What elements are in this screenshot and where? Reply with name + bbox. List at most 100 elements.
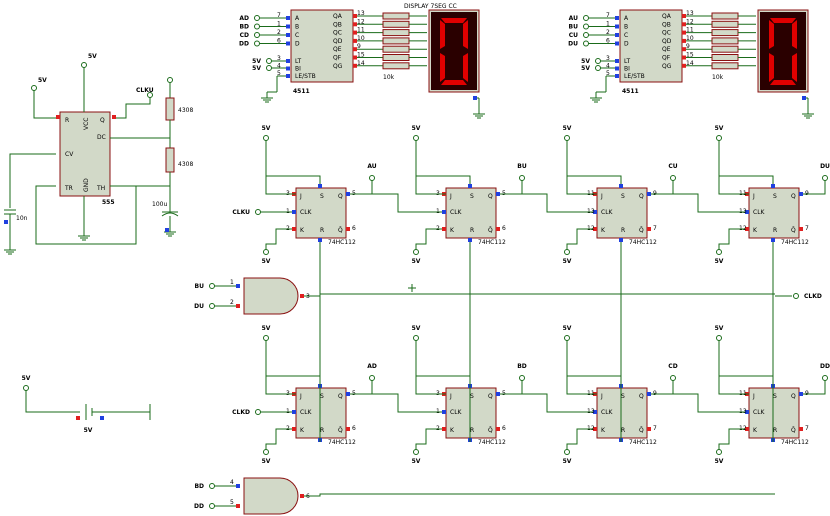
ff-pin: Q̄ xyxy=(791,227,796,234)
segment-d xyxy=(770,80,796,85)
terminal xyxy=(263,249,269,255)
ff-part-label: 74HC112 xyxy=(629,439,657,446)
decoder-pin-name: D xyxy=(624,41,629,48)
pin-blue xyxy=(615,16,619,20)
terminal xyxy=(369,375,375,381)
decoder-input-terminal xyxy=(254,32,260,38)
decoder-input-label: DD xyxy=(239,41,249,48)
timer-wire xyxy=(33,88,56,119)
ff-output-label: CD xyxy=(668,363,677,370)
pin-red xyxy=(292,427,296,431)
wire xyxy=(719,175,774,184)
ff-pin: J xyxy=(299,193,302,200)
decoder-pin-number: 2 xyxy=(277,29,281,36)
decoder-pin-name: LE/STB xyxy=(624,73,645,80)
wire xyxy=(718,228,745,252)
display-title: DISPLAY 7SEG CC xyxy=(404,3,457,10)
ff-part-label: 74HC112 xyxy=(478,439,506,446)
supply-label: 5V xyxy=(563,325,572,332)
terminal xyxy=(670,375,676,381)
timer-pin: VCC xyxy=(83,118,90,130)
ff-j-wire xyxy=(415,338,442,395)
segment-a xyxy=(770,18,796,23)
terminal xyxy=(369,175,375,181)
ff-part-label: 74HC112 xyxy=(629,239,657,246)
decoder-pin-number: 12 xyxy=(686,18,694,25)
wire xyxy=(566,428,593,452)
terminal xyxy=(81,62,87,68)
decoder-input-label: DU xyxy=(568,41,578,48)
ff-pin: K xyxy=(450,427,455,434)
pin-blue xyxy=(619,184,623,188)
ff-pin: S xyxy=(773,193,777,200)
pin-red xyxy=(682,22,686,27)
ff-pin: J xyxy=(449,393,452,400)
pin-blue xyxy=(442,410,446,414)
ff-output-label: DU xyxy=(820,163,830,170)
decoder-input-label: CU xyxy=(569,32,578,39)
ff-pin-number: 7 xyxy=(805,425,809,432)
chain-wire xyxy=(651,193,745,213)
supply-label: 5V xyxy=(412,325,421,332)
decoder-pin-number: 3 xyxy=(277,55,281,62)
terminal xyxy=(266,65,272,71)
terminal xyxy=(413,249,419,255)
decoder-pin-name: QD xyxy=(333,38,343,45)
pin-red xyxy=(353,55,357,60)
timer-wire xyxy=(116,95,151,119)
supply-label: 5V xyxy=(563,258,572,265)
pin-blue xyxy=(802,96,806,100)
wire xyxy=(266,175,321,184)
supply-label: 5V xyxy=(38,77,47,84)
segment-a xyxy=(441,18,467,23)
decoder-pin-number: 1 xyxy=(606,21,610,28)
decoder-pin-name: QG xyxy=(662,63,672,70)
gate-pin-number: 2 xyxy=(230,299,234,306)
segment-b xyxy=(792,20,797,49)
wire xyxy=(803,378,826,395)
gate-input-label: BU xyxy=(195,283,205,290)
clock-label-upper: CLKU xyxy=(232,209,250,216)
pin-blue xyxy=(286,59,290,63)
timer-pin: R xyxy=(65,117,69,124)
wire xyxy=(415,228,442,252)
resistor-10k xyxy=(711,62,739,70)
timer-pin: Q xyxy=(100,117,105,124)
decoder-input-label: AD xyxy=(239,15,249,22)
pin-blue xyxy=(771,184,775,188)
timer-555-chip xyxy=(59,111,111,197)
decoder-pin-name: BI xyxy=(624,66,630,73)
resistor-10k xyxy=(711,29,739,37)
decoder-pin-number: 13 xyxy=(357,10,365,17)
pin-blue xyxy=(286,66,290,71)
ff-pin: Q̄ xyxy=(791,427,796,434)
resistor-value-label: 4308 xyxy=(178,107,193,114)
supply-label: 5V xyxy=(581,65,590,72)
decoder-pin-number: 6 xyxy=(606,38,610,45)
wire xyxy=(265,228,292,252)
capacitor-c2 xyxy=(161,211,179,217)
terminal xyxy=(413,335,419,341)
segment-f xyxy=(440,20,445,49)
decoder-pin-number: 11 xyxy=(686,27,694,34)
pin-blue xyxy=(292,210,296,214)
supply-label: 5V xyxy=(563,125,572,132)
pin-blue xyxy=(4,220,8,224)
pin-red xyxy=(593,227,597,231)
wire xyxy=(567,375,622,384)
wire xyxy=(415,428,442,452)
terminal xyxy=(564,135,570,141)
pin-blue xyxy=(647,192,651,196)
decoder-pin-name: QA xyxy=(662,13,672,20)
timer-part-label: 555 xyxy=(102,199,115,206)
resistor-10k xyxy=(711,37,739,45)
decoder-pin-number: 10 xyxy=(686,35,694,42)
decoder-pin-name: C xyxy=(295,32,299,39)
decoder-input-terminal xyxy=(583,32,589,38)
ff-j-wire xyxy=(265,138,292,195)
pin-blue xyxy=(286,33,290,37)
pin-red xyxy=(346,427,350,431)
supply-label: 5V xyxy=(715,258,724,265)
terminal xyxy=(670,175,676,181)
pin-red xyxy=(56,115,60,119)
